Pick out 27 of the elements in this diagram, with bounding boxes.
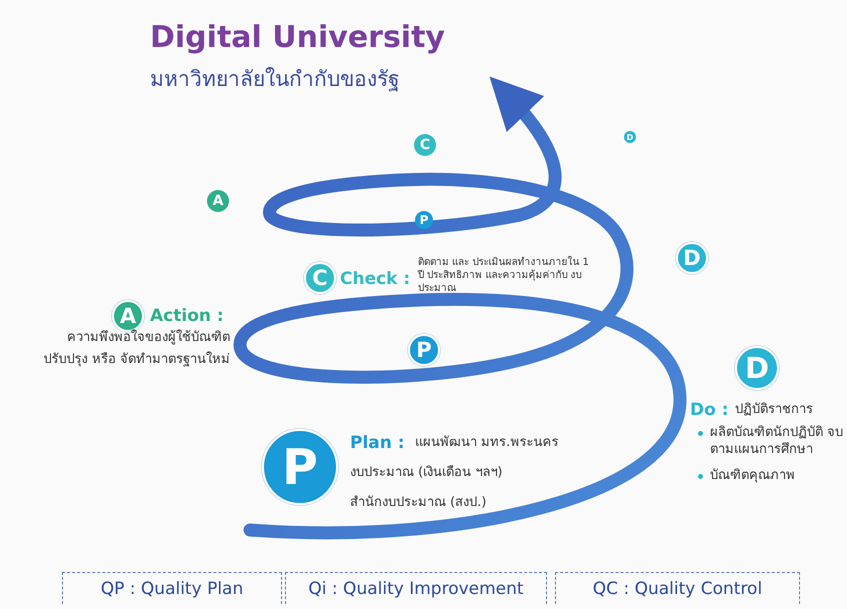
letter-circle: D [676,242,708,274]
bullet-text: บัณฑิตคุณภาพ [698,468,847,485]
section-heading: Action : [150,306,224,326]
letter-circle: P [415,211,433,229]
quality-box: Qi : Quality Improvement [285,572,547,604]
section-heading: Check : [340,269,410,289]
quality-box: QP : Quality Plan [62,572,282,604]
description-text: ติดตาม และ ประเมินผลทำงานภายใน 1 ปี ประสิทธิภาพ และความคุ้มค่ากับ งบประมาณ [418,256,590,295]
letter-circle: C [304,262,336,294]
description-text: ปรับปรุง หรือ จัดทำมาตรฐานใหม่ [42,352,230,369]
section-heading: Plan : [350,433,405,453]
section-heading: Do : [690,400,729,420]
letter-circle: D [624,131,636,143]
letter-circle: A [207,190,229,212]
letter-circle: P [408,334,440,366]
description-text: สำนักงบประมาณ (สงป.) [350,495,488,512]
description-text: งบประมาณ (เงินเดือน ฯลฯ) [350,465,504,482]
bullet-text: ผลิตบัณฑิตนักปฏิบัติ จบตามแผนการศึกษา [698,425,847,459]
description-text: ปฏิบัติราชการ [735,402,814,419]
letter-circle: D [735,346,779,390]
letter-circle: P [262,429,338,505]
title-text: Digital University [150,20,445,55]
subtitle-text: มหาวิทยาลัยในกำกับของรัฐ [150,66,400,94]
quality-box: QC : Quality Control [555,572,800,604]
description-text: แผนพัฒนา มทร.พระนคร [415,435,560,452]
description-text: ความพึงพอใจของผู้ใช้บัณฑิต [66,330,230,347]
letter-circle: C [414,134,436,156]
